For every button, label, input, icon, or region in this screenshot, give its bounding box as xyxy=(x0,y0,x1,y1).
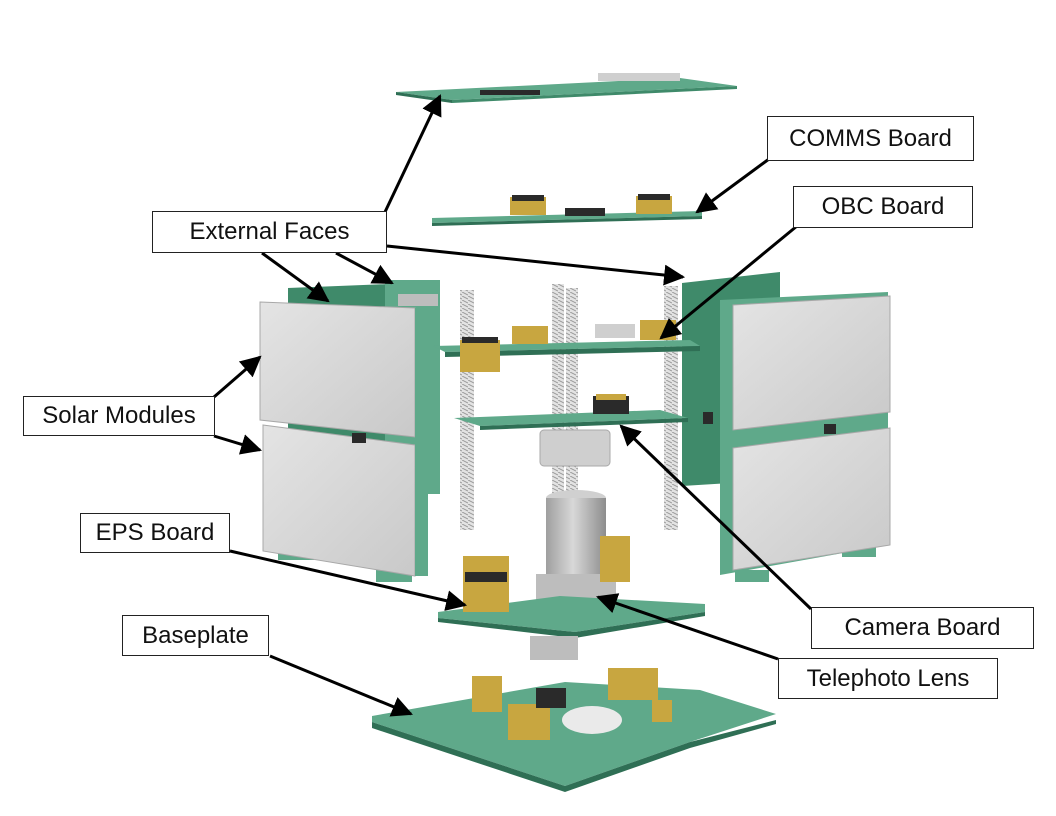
camera-board-text: Camera Board xyxy=(844,614,1001,641)
telephoto-lens xyxy=(536,490,616,602)
solar-modules-text: Solar Modules xyxy=(42,402,196,429)
arrow-external-right xyxy=(386,244,686,286)
arrow-external-left-a xyxy=(261,251,330,303)
obc-board-label: OBC Board xyxy=(793,186,973,228)
camera-board xyxy=(454,394,688,467)
comms-board-label: COMMS Board xyxy=(767,116,974,161)
eps-board xyxy=(438,536,705,660)
top-external-face xyxy=(396,73,737,103)
external-faces-label: External Faces xyxy=(152,211,387,253)
comms-board-text: COMMS Board xyxy=(789,124,952,152)
obc-board xyxy=(433,320,700,372)
arrow-external-top xyxy=(383,94,442,213)
left-solar-modules xyxy=(259,301,428,577)
arrow-solar-upper xyxy=(213,355,262,399)
arrow-eps xyxy=(229,549,468,612)
arrow-comms xyxy=(695,157,770,214)
eps-board-text: EPS Board xyxy=(95,519,215,546)
arrow-solar-lower xyxy=(213,434,263,455)
baseplate-label: Baseplate xyxy=(122,615,269,656)
right-solar-modules xyxy=(732,295,891,571)
comms-board xyxy=(432,194,702,226)
callout-arrows xyxy=(213,94,813,717)
baseplate-text: Baseplate xyxy=(142,621,249,649)
obc-board-text: OBC Board xyxy=(821,193,945,220)
baseplate xyxy=(372,668,776,792)
arrow-telephoto xyxy=(596,593,779,661)
camera-board-label: Camera Board xyxy=(811,607,1034,649)
telephoto-lens-label: Telephoto Lens xyxy=(778,658,998,699)
arrow-obc xyxy=(659,224,798,340)
arrow-external-left-b xyxy=(335,251,394,285)
arrow-camera xyxy=(619,424,813,611)
arrow-baseplate xyxy=(269,654,413,717)
telephoto-lens-text: Telephoto Lens xyxy=(806,664,970,692)
external-faces-text: External Faces xyxy=(189,218,350,245)
eps-board-label: EPS Board xyxy=(80,513,230,553)
solar-modules-label: Solar Modules xyxy=(23,396,215,436)
